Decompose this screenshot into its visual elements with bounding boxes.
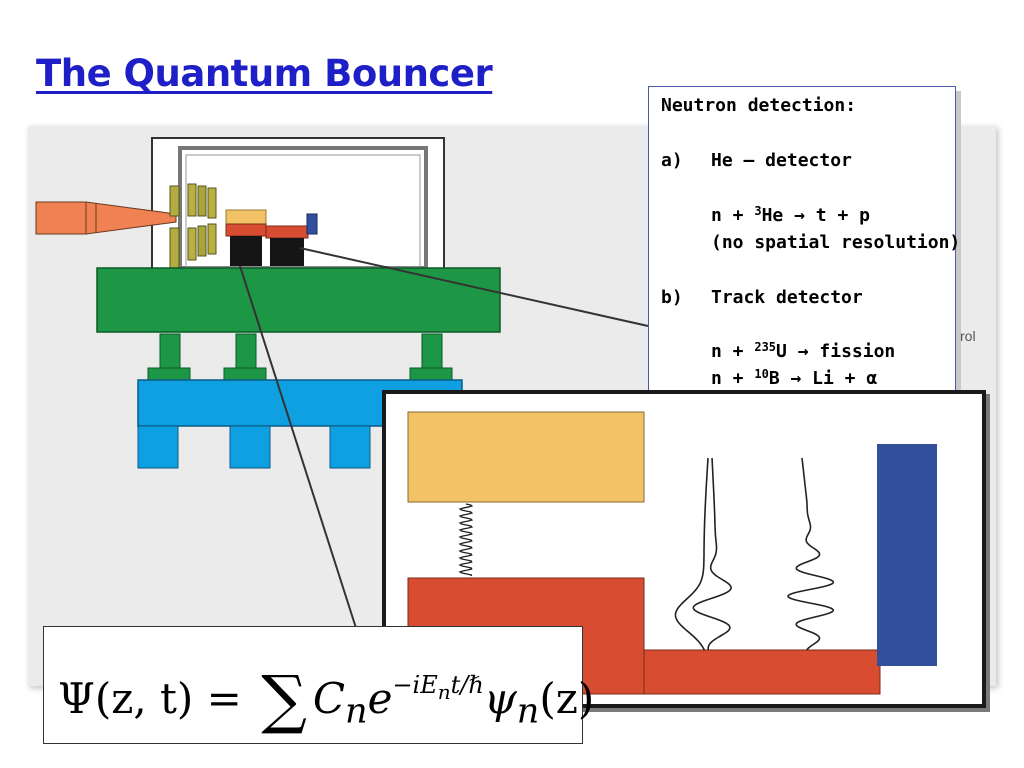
boron-reaction: n + 10B → Li + α bbox=[711, 367, 878, 389]
wavefunction-curve-3 bbox=[787, 457, 835, 651]
background-label: rol bbox=[960, 328, 976, 344]
leg-1-foot bbox=[147, 367, 191, 381]
detection-heading: Neutron detection: bbox=[661, 95, 857, 116]
no-spatial-resolution-note: (no spatial resolution) bbox=[711, 232, 961, 253]
wavefunction-curve-1 bbox=[674, 457, 709, 651]
collimator-slit-lower bbox=[169, 227, 180, 269]
base-foot-1 bbox=[137, 425, 179, 469]
base-foot-2 bbox=[229, 425, 271, 469]
scatterer-top bbox=[225, 209, 267, 225]
collimator-plate-2 bbox=[197, 185, 207, 217]
option-a-title: He – detector bbox=[711, 150, 852, 171]
chamber-inner-line bbox=[185, 154, 421, 268]
lower-mirror-step bbox=[643, 649, 881, 695]
zoom-callout-line bbox=[239, 265, 357, 629]
option-b-title: Track detector bbox=[711, 287, 863, 308]
leg-2-foot bbox=[223, 367, 267, 381]
leg-3-foot bbox=[409, 367, 453, 381]
mirror-1-support bbox=[230, 236, 262, 266]
detector-small bbox=[306, 213, 318, 235]
mirror-2-support bbox=[270, 238, 304, 266]
collimator-plate-6 bbox=[207, 223, 217, 255]
mirror-1 bbox=[225, 223, 267, 237]
uranium-reaction: n + 235U → fission bbox=[711, 340, 896, 362]
option-a-marker: a) bbox=[661, 150, 683, 171]
detector-callout-line bbox=[299, 247, 649, 327]
option-b-marker: b) bbox=[661, 287, 683, 308]
wavefunction-equation: Ψ(z, t) = ∑Cne−iEnt/ℏψn(z) bbox=[43, 626, 594, 744]
leg-3 bbox=[421, 333, 443, 371]
wavefunction-curve-2 bbox=[692, 457, 732, 651]
granite-plate bbox=[96, 267, 501, 333]
leg-1 bbox=[159, 333, 181, 371]
collimator-slit-upper bbox=[169, 185, 180, 217]
helium-reaction: n + 3He → t + p bbox=[711, 204, 870, 226]
base-foot-3 bbox=[329, 425, 371, 469]
detector-block bbox=[877, 444, 937, 666]
collimator-plate-1 bbox=[187, 183, 197, 217]
collimator-plate-4 bbox=[187, 227, 197, 261]
bouncing-neutron-spring bbox=[458, 503, 474, 577]
mirror-2 bbox=[265, 225, 309, 239]
leg-2 bbox=[235, 333, 257, 371]
neutron-detection-box: Neutron detection: a) He – detector n + … bbox=[648, 86, 960, 394]
collimator-plate-5 bbox=[197, 225, 207, 257]
scatterer-block bbox=[407, 411, 645, 503]
slide-title: The Quantum Bouncer bbox=[36, 52, 493, 95]
collimator-plate-3 bbox=[207, 187, 217, 219]
